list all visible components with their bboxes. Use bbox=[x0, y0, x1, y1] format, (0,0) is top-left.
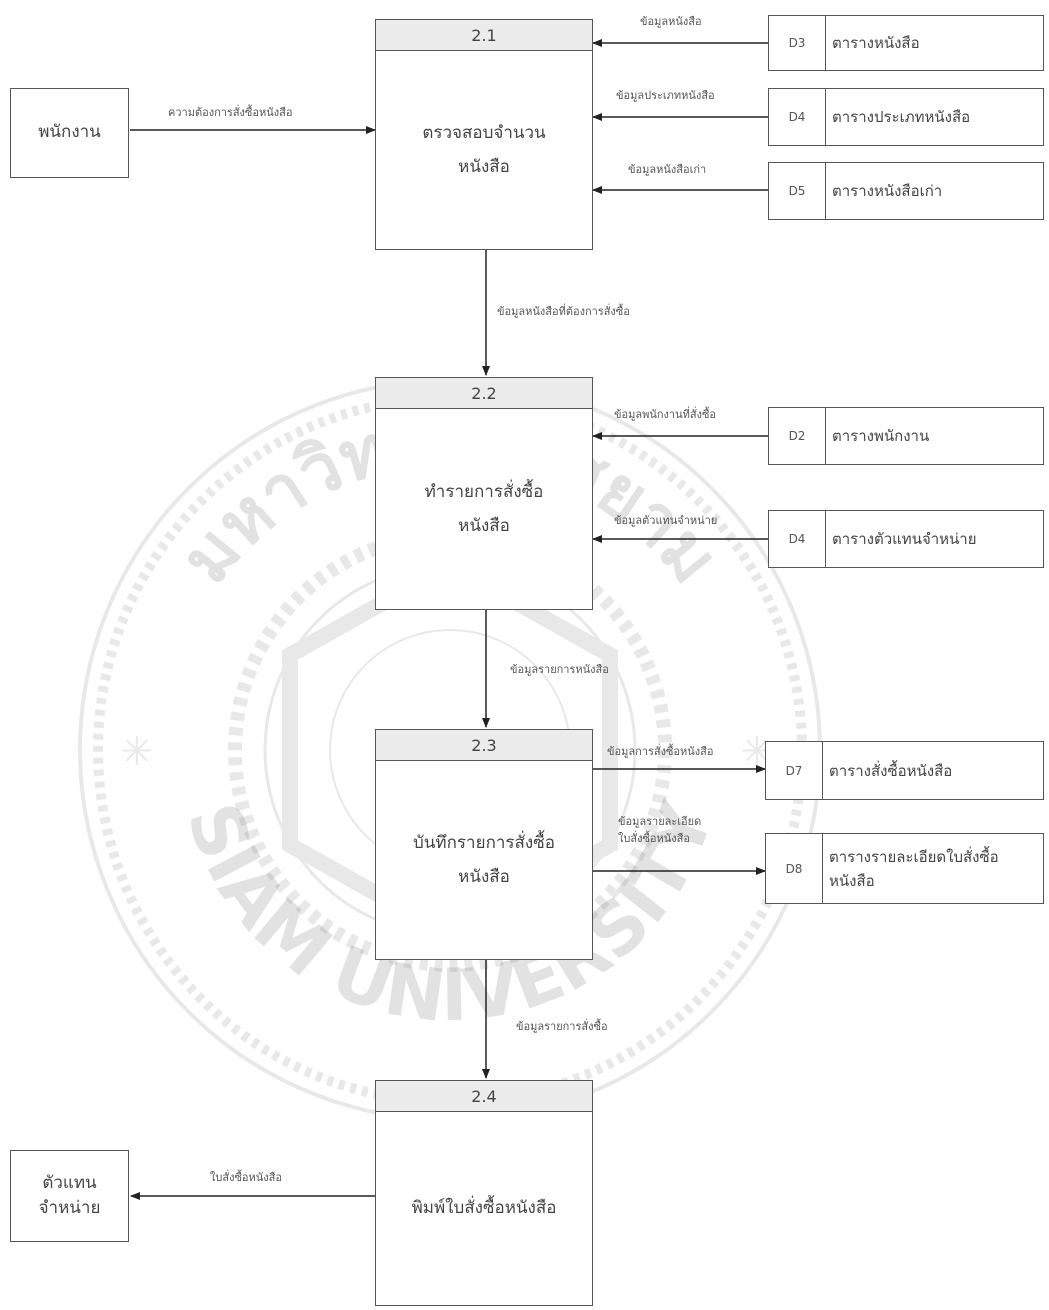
flow-label: ข้อมูลรายการสั่งซื้อ bbox=[516, 1020, 608, 1033]
flow-label: ข้อมูลการสั่งซื้อหนังสือ bbox=[607, 745, 714, 758]
store-id: D4 bbox=[769, 89, 826, 145]
entity-label: ตัวแทน จำหน่าย bbox=[38, 1172, 101, 1219]
store-name: ตารางหนังสือ bbox=[832, 34, 920, 52]
process-name: พิมพ์ใบสั่งซื้อหนังสือ bbox=[411, 1198, 557, 1218]
store-id: D3 bbox=[769, 16, 826, 70]
entity-employee: พนักงาน bbox=[10, 88, 129, 178]
flow-label: ข้อมูลหนังสือ bbox=[640, 15, 702, 28]
flow-label: ความต้องการสั่งซื้อหนังสือ bbox=[168, 106, 293, 119]
entity-label: พนักงาน bbox=[38, 122, 101, 143]
store-name: ตารางสั่งซื้อหนังสือ bbox=[829, 761, 953, 780]
flow-label: ข้อมูลหนังสือเก่า bbox=[628, 163, 707, 176]
flow-label: ใบสั่งซื้อหนังสือ bbox=[210, 1171, 282, 1184]
process-id: 2.1 bbox=[376, 20, 592, 51]
process-id: 2.2 bbox=[376, 378, 592, 409]
flow-label: ข้อมูลประเภทหนังสือ bbox=[616, 89, 715, 102]
store-id: D5 bbox=[769, 163, 826, 219]
datastore-d3-books: D3 ตารางหนังสือ bbox=[768, 15, 1044, 71]
store-id: D2 bbox=[769, 408, 826, 464]
process-2-3: 2.3 บันทึกรายการสั่งซื้อ หนังสือ bbox=[375, 729, 593, 960]
process-2-1: 2.1 ตรวจสอบจำนวน หนังสือ bbox=[375, 19, 593, 250]
datastore-d4-distributors: D4 ตารางตัวแทนจำหน่าย bbox=[768, 510, 1044, 568]
store-name: ตารางตัวแทนจำหน่าย bbox=[832, 530, 977, 548]
process-id: 2.3 bbox=[376, 730, 592, 761]
process-name: บันทึกรายการสั่งซื้อ หนังสือ bbox=[413, 832, 555, 887]
store-name: ตารางหนังสือเก่า bbox=[832, 182, 943, 200]
flow-label: ข้อมูลหนังสือที่ต้องการสั่งซื้อ bbox=[497, 305, 630, 318]
flow-label: ข้อมูลรายการหนังสือ bbox=[510, 663, 609, 676]
store-name: ตารางประเภทหนังสือ bbox=[832, 108, 971, 126]
datastore-d8-order-details: D8 ตารางรายละเอียดใบสั่งซื้อ หนังสือ bbox=[765, 833, 1044, 904]
flow-label: ข้อมูลรายละเอียด ใบสั่งซื้อหนังสือ bbox=[618, 815, 702, 845]
datastore-d7-orders: D7 ตารางสั่งซื้อหนังสือ bbox=[765, 741, 1044, 800]
process-2-4: 2.4 พิมพ์ใบสั่งซื้อหนังสือ bbox=[375, 1080, 593, 1306]
process-name: ทำรายการสั่งซื้อ หนังสือ bbox=[424, 481, 544, 536]
flow-label: ข้อมูลตัวแทนจำหน่าย bbox=[614, 514, 718, 527]
datastore-d4-book-types: D4 ตารางประเภทหนังสือ bbox=[768, 88, 1044, 146]
store-name: ตารางรายละเอียดใบสั่งซื้อ หนังสือ bbox=[829, 847, 999, 890]
process-id: 2.4 bbox=[376, 1081, 592, 1112]
process-name: ตรวจสอบจำนวน หนังสือ bbox=[422, 122, 546, 177]
store-name: ตารางพนักงาน bbox=[832, 427, 930, 445]
store-id: D4 bbox=[769, 511, 826, 567]
store-id: D7 bbox=[766, 742, 823, 799]
store-id: D8 bbox=[766, 834, 823, 903]
datastore-d2-employees: D2 ตารางพนักงาน bbox=[768, 407, 1044, 465]
flow-label: ข้อมูลพนักงานที่สั่งซื้อ bbox=[614, 408, 717, 421]
entity-distributor: ตัวแทน จำหน่าย bbox=[10, 1150, 129, 1242]
datastore-d5-old-books: D5 ตารางหนังสือเก่า bbox=[768, 162, 1044, 220]
process-2-2: 2.2 ทำรายการสั่งซื้อ หนังสือ bbox=[375, 377, 593, 610]
